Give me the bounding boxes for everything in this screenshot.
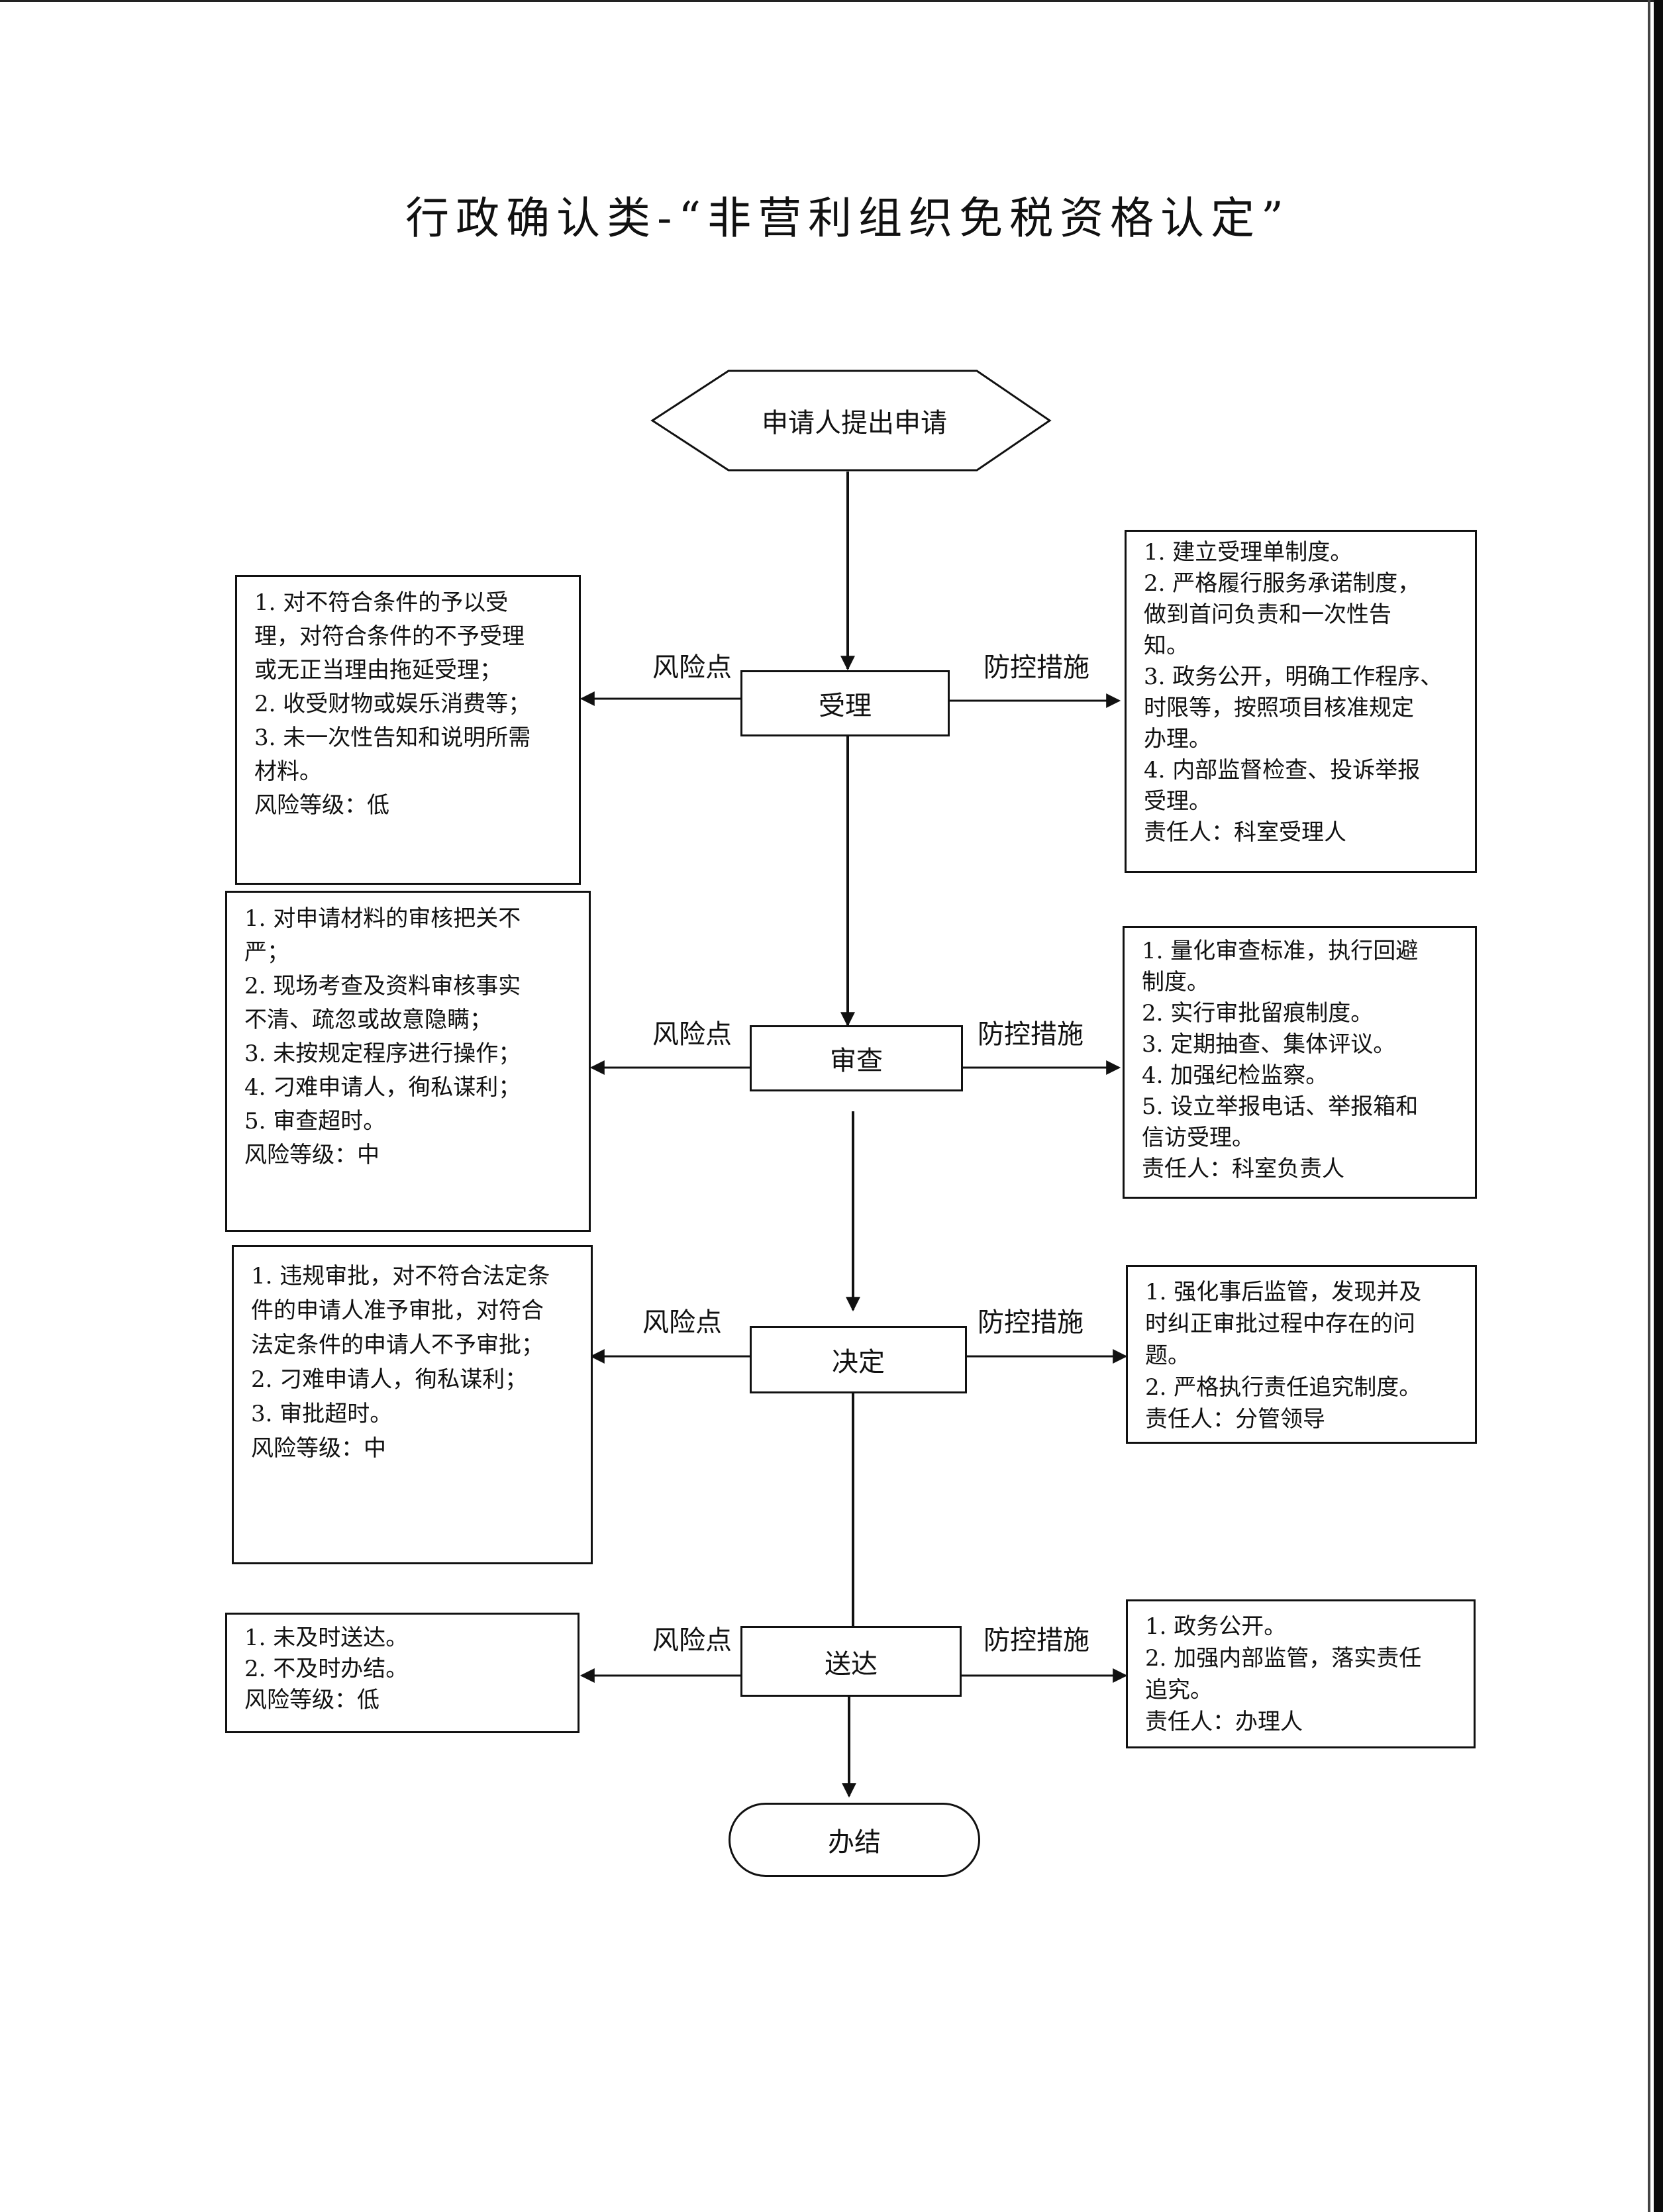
control-2-line-2: 制度。 bbox=[1142, 969, 1209, 995]
risk-label-3: 风险点 bbox=[642, 1307, 722, 1338]
risk-box-2: 1. 对申请材料的审核把关不 严； 2. 现场考查及资料审核事实 不清、疏忽或故… bbox=[225, 891, 591, 1232]
control-label-3: 防控措施 bbox=[978, 1307, 1083, 1338]
risk-1-line-2: 理，对符合条件的不予受理 bbox=[254, 623, 525, 650]
start-hexagon bbox=[650, 370, 1052, 472]
control-3-line-3: 题。 bbox=[1145, 1342, 1190, 1369]
control-1-line-1: 1. 建立受理单制度。 bbox=[1144, 539, 1353, 566]
risk-box-3: 1. 违规审批，对不符合法定条 件的申请人准予审批，对符合 法定条件的申请人不予… bbox=[232, 1245, 593, 1564]
risk-1-line-6: 材料。 bbox=[254, 758, 322, 785]
control-label-2: 防控措施 bbox=[978, 1019, 1083, 1050]
risk-3-line-5: 3. 审批超时。 bbox=[251, 1401, 393, 1427]
control-4-line-1: 1. 政务公开。 bbox=[1145, 1613, 1287, 1640]
control-1-line-5: 3. 政务公开，明确工作程序、 bbox=[1144, 664, 1443, 690]
risk-level-3: 风险等级：中 bbox=[251, 1435, 386, 1462]
step-node-3: 决定 bbox=[750, 1326, 967, 1393]
risk-4-line-2: 2. 不及时办结。 bbox=[244, 1656, 409, 1682]
responsible-1: 责任人：科室受理人 bbox=[1144, 819, 1346, 846]
control-1-line-3: 做到首问负责和一次性告 bbox=[1144, 601, 1391, 628]
control-3-line-4: 2. 严格执行责任追究制度。 bbox=[1145, 1374, 1422, 1401]
risk-level-4: 风险等级：低 bbox=[244, 1687, 379, 1713]
control-box-3: 1. 强化事后监管，发现并及 时纠正审批过程中存在的问 题。 2. 严格执行责任… bbox=[1126, 1265, 1477, 1444]
risk-2-line-6: 4. 刁难申请人，徇私谋利； bbox=[244, 1074, 521, 1101]
responsible-4: 责任人：办理人 bbox=[1145, 1709, 1303, 1735]
risk-1-line-4: 2. 收受财物或娱乐消费等； bbox=[254, 691, 531, 717]
risk-box-4: 1. 未及时送达。 2. 不及时办结。 风险等级：低 bbox=[225, 1613, 580, 1733]
control-1-line-2: 2. 严格履行服务承诺制度， bbox=[1144, 570, 1421, 597]
risk-4-line-1: 1. 未及时送达。 bbox=[244, 1625, 409, 1651]
control-box-4: 1. 政务公开。 2. 加强内部监管，落实责任 追究。 责任人：办理人 bbox=[1126, 1599, 1476, 1748]
control-1-line-9: 受理。 bbox=[1144, 788, 1211, 815]
end-node: 办结 bbox=[729, 1803, 980, 1877]
vertical-flow bbox=[840, 472, 860, 1798]
control-4-line-3: 追究。 bbox=[1145, 1677, 1213, 1703]
control-2-line-7: 信访受理。 bbox=[1142, 1125, 1254, 1151]
page-title: 行政确认类-“非营利组织免税资格认定” bbox=[405, 193, 1290, 244]
risk-label-4: 风险点 bbox=[652, 1625, 732, 1656]
control-2-line-5: 4. 加强纪检监察。 bbox=[1142, 1062, 1329, 1089]
risk-2-line-4: 不清、疏忽或故意隐瞒； bbox=[244, 1007, 492, 1033]
step-node-2: 审查 bbox=[750, 1025, 963, 1091]
risk-2-line-3: 2. 现场考查及资料审核事实 bbox=[244, 973, 521, 999]
start-node-label: 申请人提出申请 bbox=[762, 408, 947, 438]
risk-1-line-3: 或无正当理由拖延受理； bbox=[254, 657, 502, 683]
control-2-line-6: 5. 设立举报电话、举报箱和 bbox=[1142, 1093, 1419, 1120]
control-2-line-1: 1. 量化审查标准，执行回避 bbox=[1142, 938, 1419, 964]
control-2-line-4: 3. 定期抽查、集体评议。 bbox=[1142, 1031, 1396, 1058]
risk-2-line-1: 1. 对申请材料的审核把关不 bbox=[244, 905, 521, 932]
risk-box-1: 1. 对不符合条件的予以受 理，对符合条件的不予受理 或无正当理由拖延受理； 2… bbox=[235, 575, 581, 885]
control-3-line-1: 1. 强化事后监管，发现并及 bbox=[1145, 1279, 1422, 1305]
responsible-3: 责任人：分管领导 bbox=[1145, 1406, 1325, 1433]
control-1-line-6: 时限等，按照项目核准规定 bbox=[1144, 695, 1414, 721]
responsible-2: 责任人：科室负责人 bbox=[1142, 1156, 1344, 1182]
control-label-1: 防控措施 bbox=[983, 652, 1089, 683]
risk-level-1: 风险等级：低 bbox=[254, 792, 389, 819]
risk-3-line-2: 件的申请人准予审批，对符合 bbox=[251, 1297, 544, 1324]
risk-2-line-5: 3. 未按规定程序进行操作； bbox=[244, 1040, 521, 1067]
control-3-line-2: 时纠正审批过程中存在的问 bbox=[1145, 1311, 1415, 1337]
risk-3-line-3: 法定条件的申请人不予审批； bbox=[251, 1332, 544, 1358]
step-node-1: 受理 bbox=[740, 670, 950, 736]
risk-3-line-4: 2. 刁难申请人，徇私谋利； bbox=[251, 1366, 528, 1393]
risk-2-line-7: 5. 审查超时。 bbox=[244, 1108, 386, 1134]
control-4-line-2: 2. 加强内部监管，落实责任 bbox=[1145, 1645, 1422, 1672]
risk-3-line-1: 1. 违规审批，对不符合法定条 bbox=[251, 1263, 550, 1289]
control-2-line-3: 2. 实行审批留痕制度。 bbox=[1142, 1000, 1374, 1027]
risk-2-line-2: 严； bbox=[244, 939, 289, 966]
control-box-1: 1. 建立受理单制度。 2. 严格履行服务承诺制度， 做到首问负责和一次性告 知… bbox=[1125, 530, 1477, 873]
scan-edge-top bbox=[0, 0, 1663, 2]
risk-1-line-1: 1. 对不符合条件的予以受 bbox=[254, 589, 509, 616]
risk-label-1: 风险点 bbox=[652, 652, 732, 683]
control-1-line-8: 4. 内部监督检查、投诉举报 bbox=[1144, 757, 1421, 783]
side-arrows bbox=[580, 691, 1128, 1683]
risk-1-line-5: 3. 未一次性告知和说明所需 bbox=[254, 725, 531, 751]
risk-label-2: 风险点 bbox=[652, 1019, 732, 1050]
control-box-2: 1. 量化审查标准，执行回避 制度。 2. 实行审批留痕制度。 3. 定期抽查、… bbox=[1123, 926, 1477, 1199]
scan-edge-right bbox=[1654, 0, 1663, 2212]
control-1-line-4: 知。 bbox=[1144, 632, 1189, 659]
control-label-4: 防控措施 bbox=[983, 1625, 1089, 1656]
scan-edge-right-inner bbox=[1648, 0, 1650, 2212]
control-1-line-7: 办理。 bbox=[1144, 726, 1211, 752]
risk-level-2: 风险等级：中 bbox=[244, 1142, 379, 1168]
step-node-4: 送达 bbox=[740, 1626, 962, 1697]
